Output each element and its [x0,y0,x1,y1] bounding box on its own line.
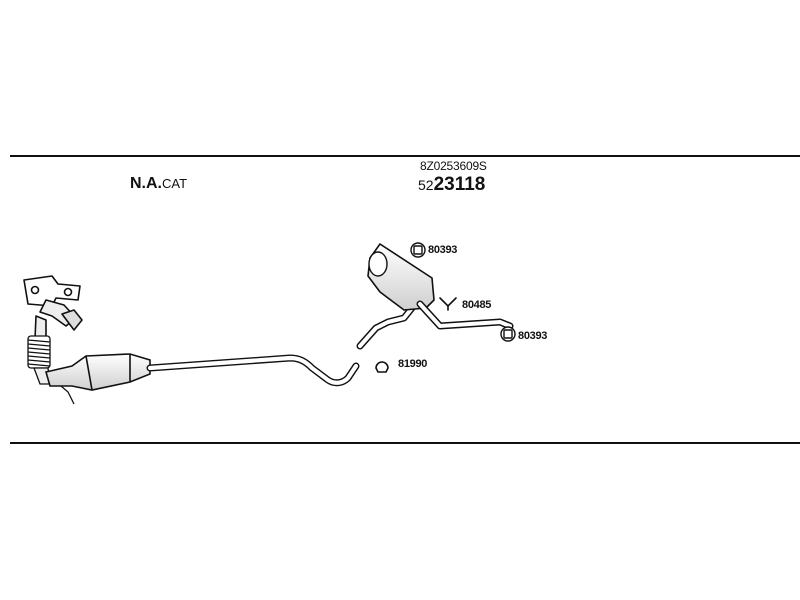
part-number-gasket: 81990 [398,358,428,370]
part-number-clamp-tail: 80393 [518,330,548,342]
set-number-prefix: 52 [418,177,434,193]
clamp-icon [500,326,516,342]
system-type-label: N.A.CAT [130,175,187,193]
part-number-clamp-top: 80393 [428,244,458,256]
gasket-ring-icon [375,361,389,373]
top-divider [10,155,800,157]
catalytic-converter [44,353,151,391]
system-type-suffix: CAT [162,176,188,191]
exhaust-set-number: 5223118 [418,174,485,196]
system-type-main: N.A. [130,175,162,192]
oe-part-number: 8Z0253609S [420,159,487,173]
hanger-icon [439,297,457,311]
flexible-pipe [27,335,75,405]
center-pipe [146,354,360,387]
clamp-icon [410,242,426,258]
set-number-main: 23118 [433,174,486,195]
part-number-hanger: 80485 [462,299,492,311]
rear-muffler [356,243,514,350]
bottom-divider [10,442,800,444]
